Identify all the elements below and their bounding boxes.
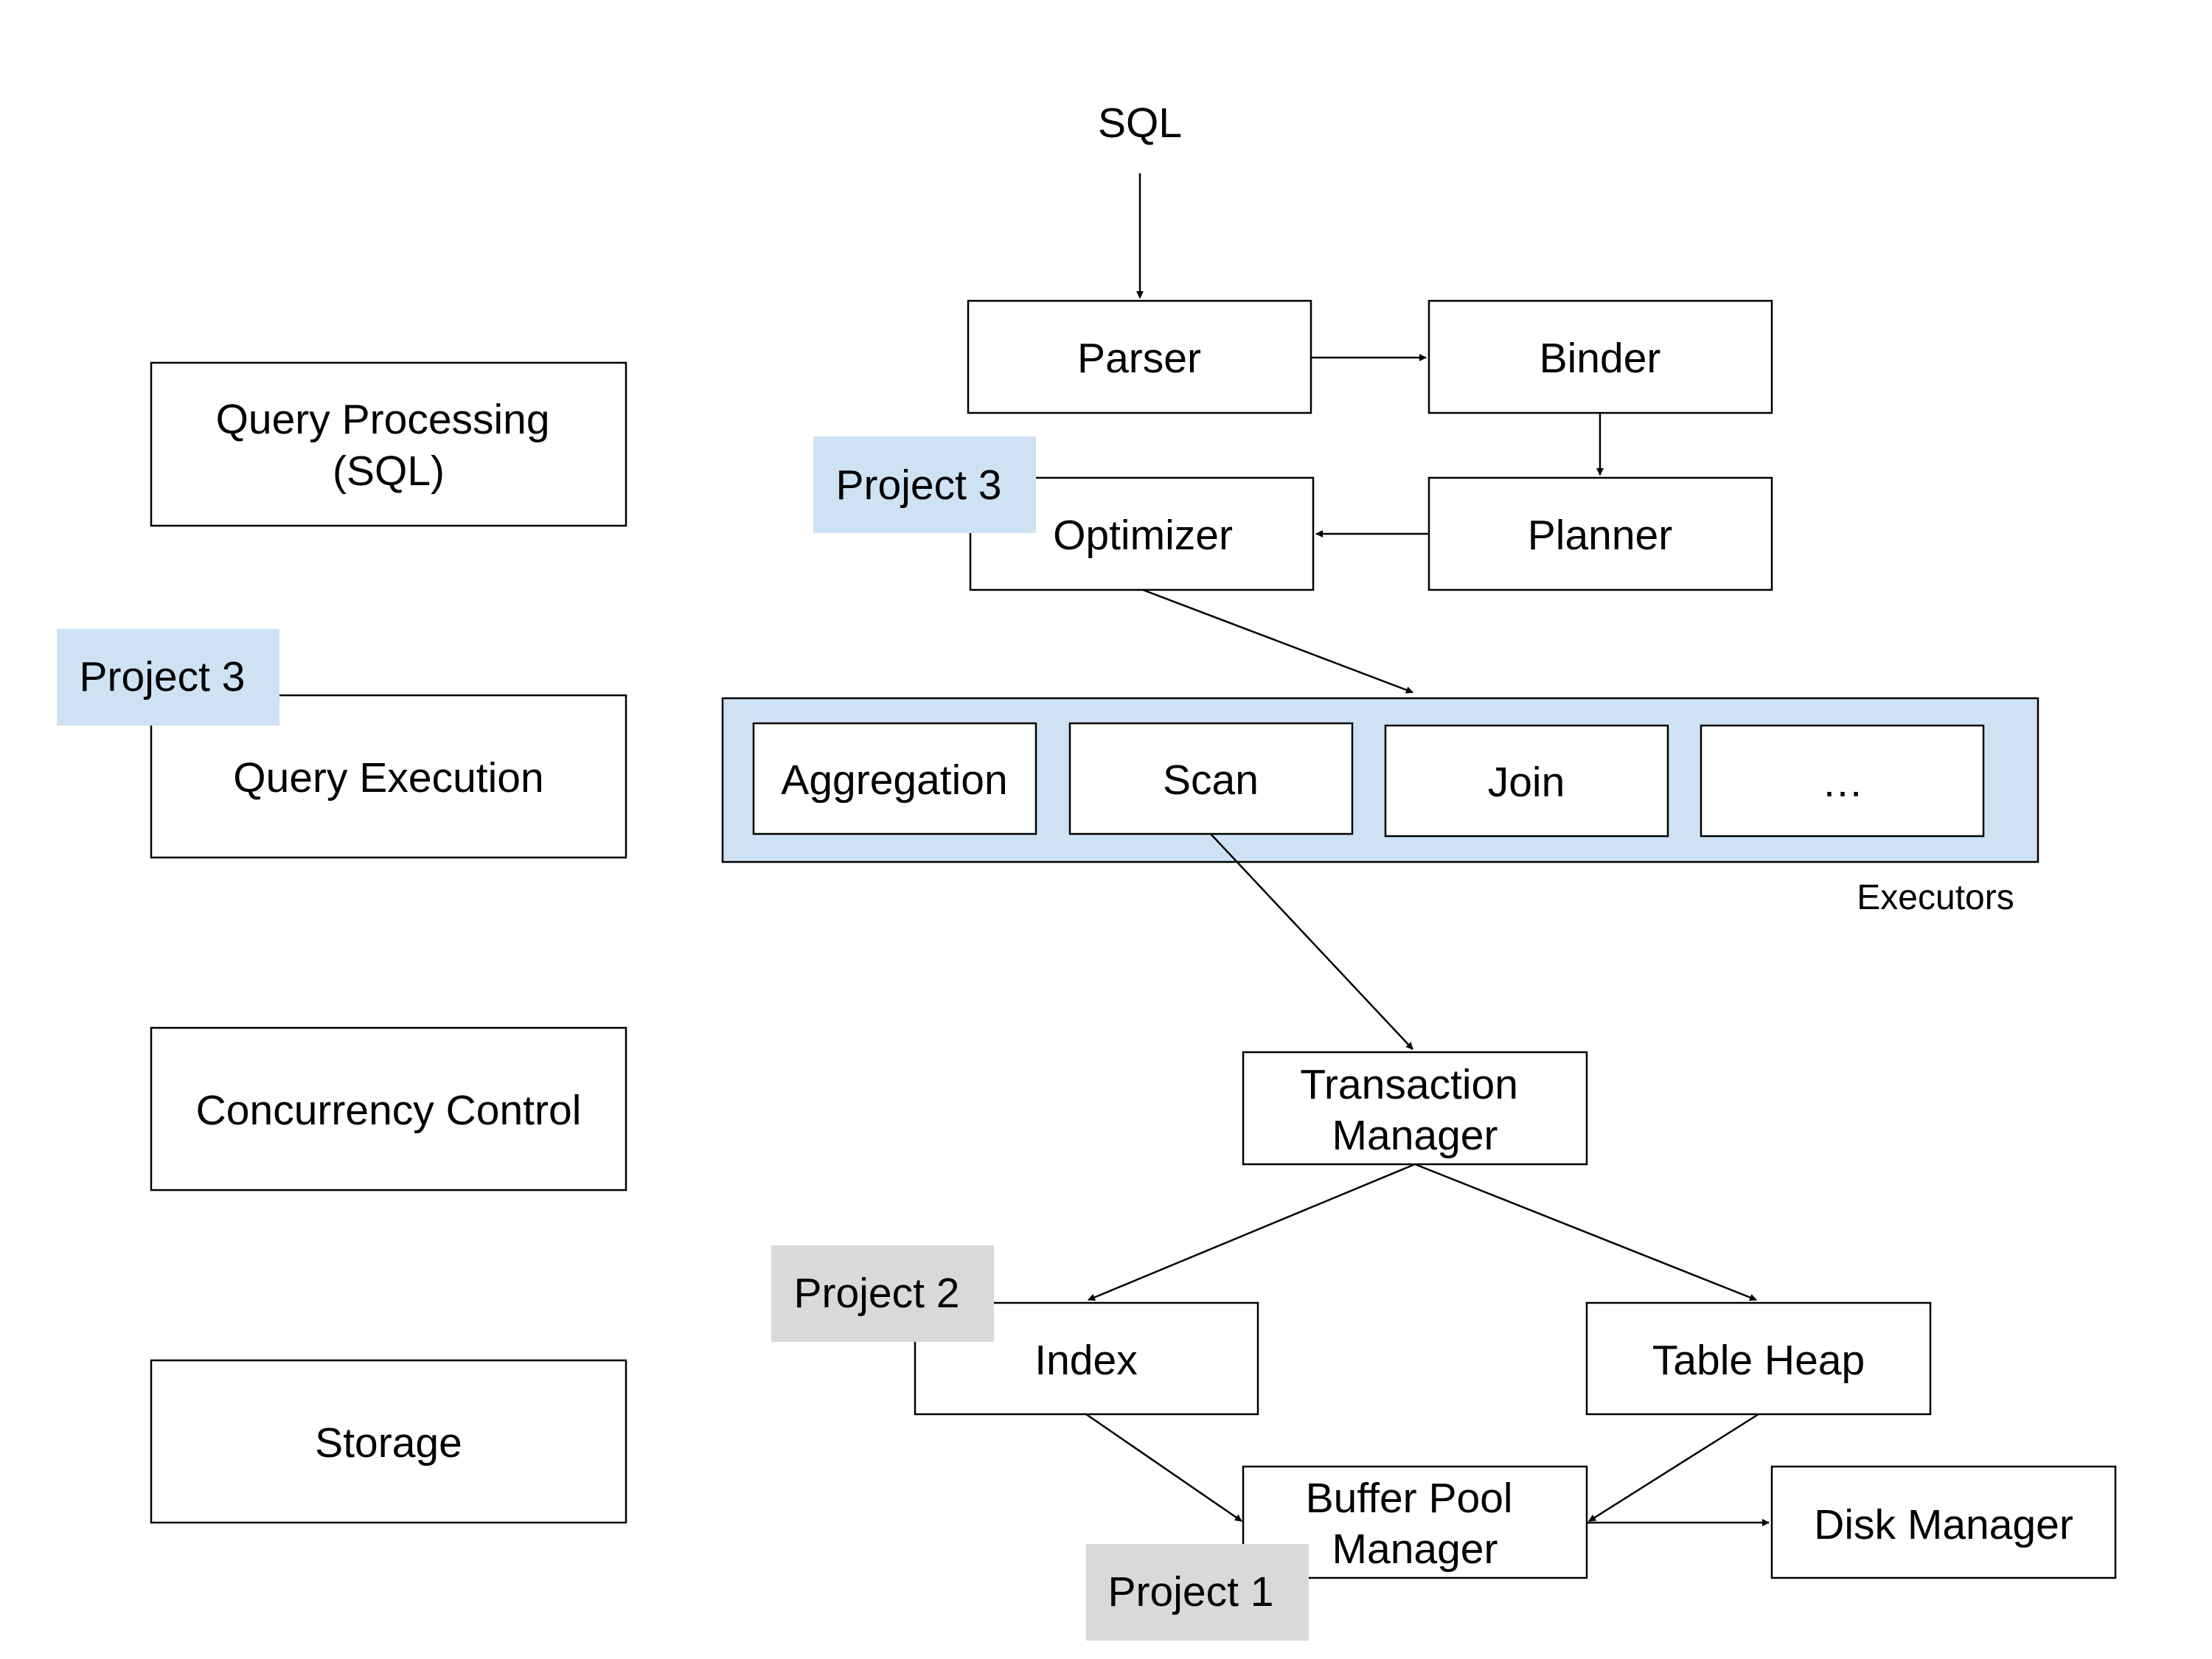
disk-manager-label: Disk Manager <box>1814 1501 2073 1548</box>
arrow-table-heap-to-buffer-pool <box>1588 1413 1759 1523</box>
svg-text:Transaction Manager: Transaction Manager <box>1300 1061 1530 1159</box>
index-label: Index <box>1034 1337 1137 1384</box>
project-tag-buffer-pool-label: Project 1 <box>1108 1568 1274 1615</box>
layer-storage: Storage <box>150 1359 627 1524</box>
executors-caption: Executors <box>1857 878 2014 917</box>
project-tag-query-execution-label: Project 3 <box>80 653 246 700</box>
layer-query-processing-line2: (SQL) <box>333 448 445 495</box>
project-tag-index: Project 2 <box>771 1245 994 1342</box>
buffer-pool-manager-line1: Buffer Pool <box>1306 1475 1513 1522</box>
executor-more-label: … <box>1822 759 1864 806</box>
binder-box: Binder <box>1427 299 1773 414</box>
arrow-transaction-manager-to-index <box>1088 1163 1416 1301</box>
executor-join: Join <box>1384 724 1669 838</box>
arrow-transaction-manager-to-table-heap <box>1414 1163 1757 1301</box>
planner-label: Planner <box>1528 512 1672 559</box>
layer-query-processing: Query Processing (SQL) <box>150 361 627 527</box>
transaction-manager-line1: Transaction <box>1300 1061 1518 1108</box>
project-tag-optimizer: Project 3 <box>813 437 1036 533</box>
transaction-manager-line2: Manager <box>1332 1112 1498 1159</box>
layer-concurrency-control: Concurrency Control <box>150 1026 627 1192</box>
executors-group: Aggregation Scan Join … <box>721 697 2039 863</box>
arrow-scan-to-transaction-manager <box>1210 833 1413 1050</box>
disk-manager-box: Disk Manager <box>1770 1465 2117 1579</box>
project-tag-buffer-pool: Project 1 <box>1086 1544 1309 1641</box>
layer-query-execution-label: Query Execution <box>233 754 543 801</box>
sql-input-label: SQL <box>1098 100 1182 147</box>
executor-aggregation: Aggregation <box>752 722 1037 835</box>
arrow-index-to-buffer-pool <box>1085 1413 1242 1523</box>
executor-scan-label: Scan <box>1163 757 1259 804</box>
optimizer-label: Optimizer <box>1053 512 1233 559</box>
parser-box: Parser <box>967 299 1312 414</box>
executor-join-label: Join <box>1488 759 1565 806</box>
executor-more: … <box>1700 724 1985 838</box>
svg-text:Buffer Pool Manager: Buffer Pool Manager <box>1306 1475 1525 1573</box>
binder-label: Binder <box>1540 335 1661 382</box>
optimizer-box: Optimizer <box>969 476 1315 591</box>
svg-text:Query Processing (SQL): Query Processing (SQL) <box>216 396 562 495</box>
layer-storage-label: Storage <box>315 1419 462 1467</box>
arrow-optimizer-to-executors <box>1142 588 1413 694</box>
transaction-manager-box: Transaction Manager <box>1242 1051 1588 1166</box>
project-tag-index-label: Project 2 <box>794 1270 960 1317</box>
layer-query-processing-line1: Query Processing <box>216 396 550 443</box>
arrows <box>1085 173 1770 1526</box>
layer-concurrency-control-label: Concurrency Control <box>196 1087 582 1134</box>
buffer-pool-manager-line2: Manager <box>1332 1526 1498 1573</box>
executor-scan: Scan <box>1068 722 1354 835</box>
table-heap-label: Table Heap <box>1652 1337 1865 1384</box>
parser-label: Parser <box>1077 335 1201 382</box>
project-tag-optimizer-label: Project 3 <box>836 462 1002 509</box>
project-tag-query-execution: Project 3 <box>57 629 279 726</box>
planner-box: Planner <box>1427 476 1773 591</box>
table-heap-box: Table Heap <box>1585 1301 1932 1416</box>
executor-aggregation-label: Aggregation <box>781 757 1007 804</box>
